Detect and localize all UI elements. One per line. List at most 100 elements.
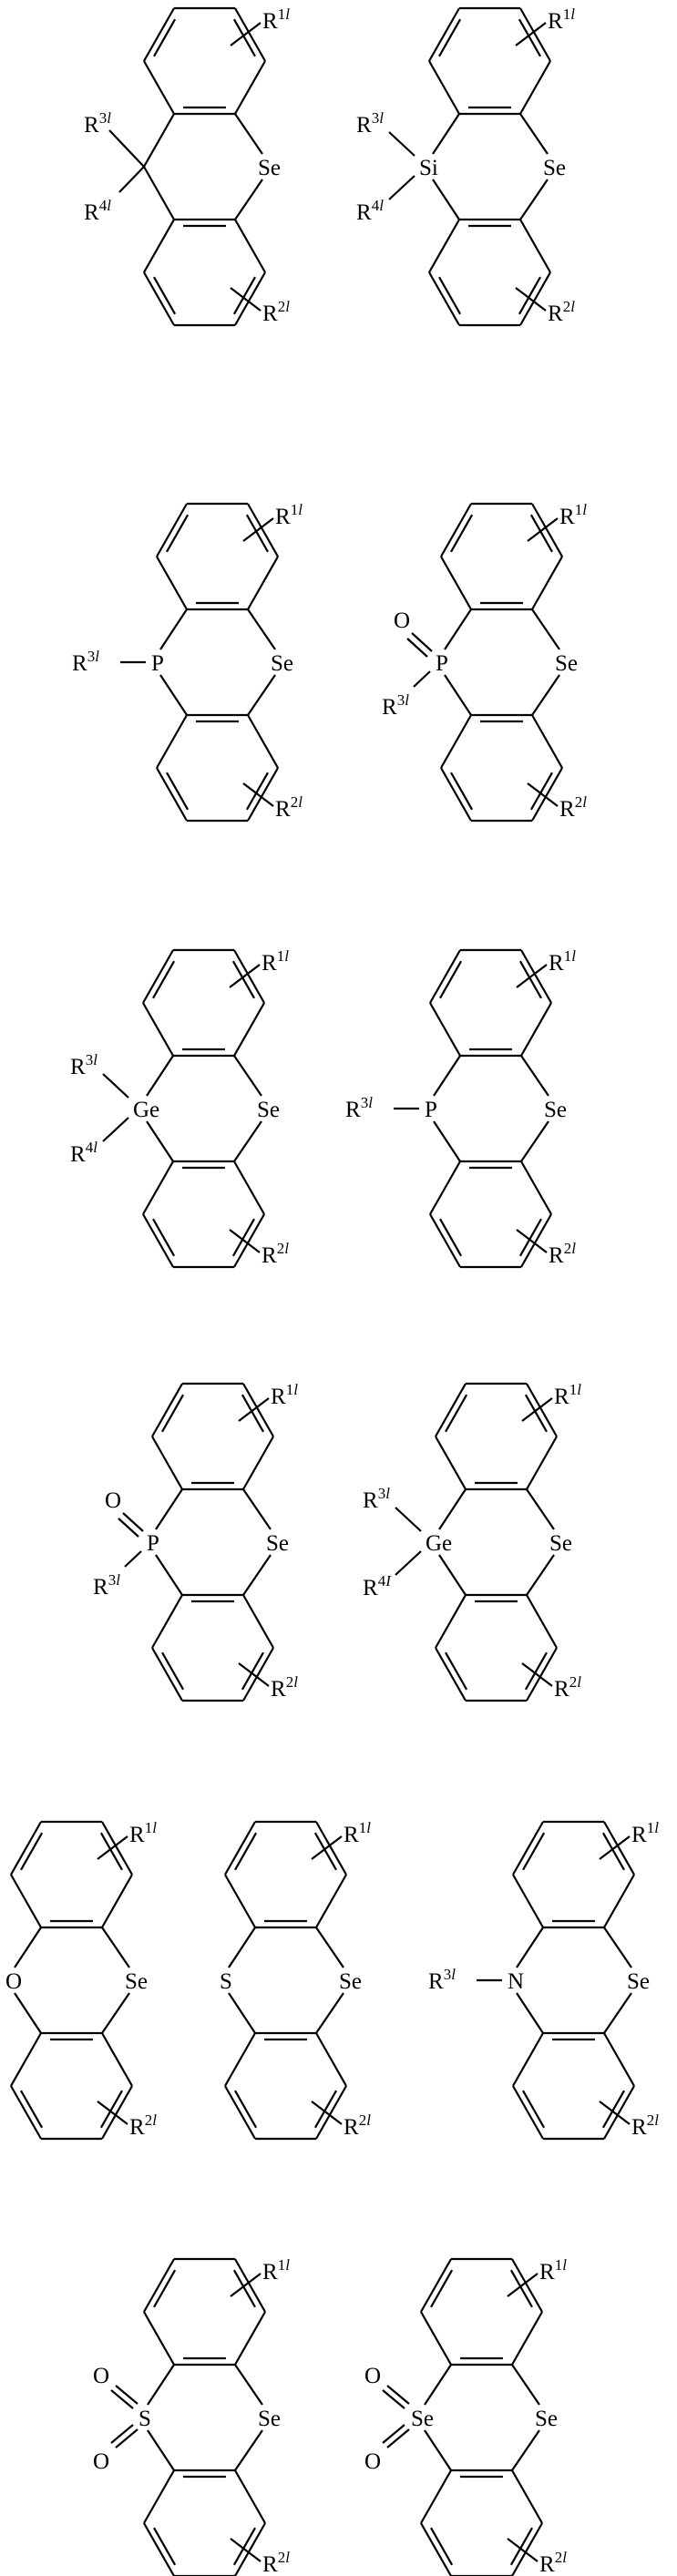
bond-from-se [603, 1992, 632, 2034]
bond-from-se [531, 674, 560, 716]
substituent-r3: R3l [70, 1051, 97, 1079]
ring-bond [520, 1160, 552, 1215]
double-bond-inner [245, 772, 269, 811]
ring-bond [440, 767, 472, 822]
bond-from-se [233, 1120, 262, 1162]
ring-bond [142, 1213, 174, 1268]
bond-from-se [526, 1554, 555, 1596]
ring-bond [234, 2258, 266, 2313]
ring-bond [429, 1002, 461, 1057]
ring-bond [247, 714, 279, 769]
ring-bond [234, 2311, 266, 2366]
double-bond-inner [509, 2527, 533, 2566]
bond-from-bridge [159, 674, 188, 716]
bond-to-r3 [108, 129, 145, 168]
double-bond-inner [450, 514, 474, 553]
ring-bond [420, 2522, 452, 2576]
bond-to-bridge [228, 1927, 256, 1968]
bond-to-r3 [388, 131, 415, 157]
double-bond-inner [166, 514, 190, 553]
double-bond-so-lower [115, 2428, 138, 2448]
atom-label-bridge: Si [419, 156, 438, 180]
ring-bond [315, 2032, 347, 2087]
double-bond-inner [518, 18, 541, 57]
atom-label-oxo-lower: O [93, 2449, 109, 2474]
bond-from-bridge [14, 1992, 42, 2034]
bond-from-bridge [228, 1992, 256, 2034]
bond-from-bridge [432, 179, 460, 220]
bond-to-r1 [516, 964, 548, 988]
double-bond-inner [241, 1394, 264, 1433]
ring-bond [233, 1002, 265, 1057]
substituent-r2: R2l [262, 1240, 289, 1268]
bond-to-bridge [155, 1488, 183, 1530]
ring-bond [511, 2469, 543, 2524]
bond-to-r4 [395, 1550, 422, 1576]
double-bond-inner [231, 1218, 255, 1257]
bond-to-bridge [516, 1927, 544, 1968]
substituent-r2: R2l [262, 2549, 290, 2576]
ring-bond [151, 1436, 183, 1490]
ring-bond [420, 2469, 452, 2524]
bond-to-r2 [527, 782, 559, 807]
bond-to-se [603, 1927, 632, 1968]
ring-bond [156, 556, 188, 610]
substituent-r3: R3l [356, 109, 384, 138]
substituent-r1: R1l [129, 1819, 157, 1847]
bond-to-se [234, 2364, 263, 2406]
ring-bond [247, 767, 279, 822]
ring-bond [519, 271, 551, 326]
ring-bond [512, 1821, 544, 1876]
double-bond-inner [232, 2527, 256, 2566]
ring-bond [143, 2311, 175, 2366]
double-bond-inner [153, 276, 177, 315]
double-bond-inner [234, 1832, 258, 1871]
bond-to-se [242, 1488, 272, 1530]
atom-label-bridge: P [436, 651, 448, 676]
ring-bond [435, 1436, 467, 1490]
atom-label-bridge: O [5, 1969, 22, 1994]
double-bond-po [411, 632, 433, 652]
atom-label-se: Se [258, 156, 281, 180]
bond-to-r1 [229, 964, 261, 988]
double-bond-inner [518, 960, 542, 999]
ring-bond [156, 767, 188, 822]
bond-from-se [520, 1120, 549, 1162]
ring-bond [224, 1874, 256, 1928]
ring-bond [224, 2032, 256, 2087]
atom-label-bridge: N [508, 1969, 524, 1994]
bond-to-bridge [159, 608, 188, 650]
atom-label-bridge: P [147, 1531, 159, 1556]
ring-bond [440, 556, 472, 610]
ring-bond [151, 1383, 183, 1437]
bond-to-bridge [143, 113, 175, 168]
bond-from-se [242, 1554, 272, 1596]
double-bond-so-lower [110, 2424, 134, 2444]
bond-to-r1 [230, 2273, 262, 2297]
substituent-r2: R2l [344, 2111, 371, 2140]
ring-bond [242, 1436, 274, 1490]
double-bond-inner [231, 960, 255, 999]
ring-bond [512, 2085, 544, 2140]
ring-bond [435, 1647, 467, 1702]
double-bond-inner [99, 1832, 123, 1871]
double-bond-inner [524, 1394, 548, 1433]
bond-to-bridge [432, 113, 460, 155]
ring-bond [428, 271, 460, 326]
bond-to-r1 [97, 1835, 128, 1860]
atom-label-se: Se [555, 651, 578, 676]
substituent-r4: R4I [363, 1572, 392, 1600]
double-bond-inner [161, 1651, 185, 1691]
bond-to-r4 [388, 175, 415, 200]
bond-to-bridge [433, 1055, 461, 1097]
ring-bond [603, 1821, 635, 1876]
ring-bond [315, 1874, 347, 1928]
substituent-r3: R3l [72, 648, 99, 676]
ring-bond [511, 2311, 543, 2366]
ring-bond [142, 949, 174, 1004]
bond-from-bridge [433, 1120, 461, 1162]
